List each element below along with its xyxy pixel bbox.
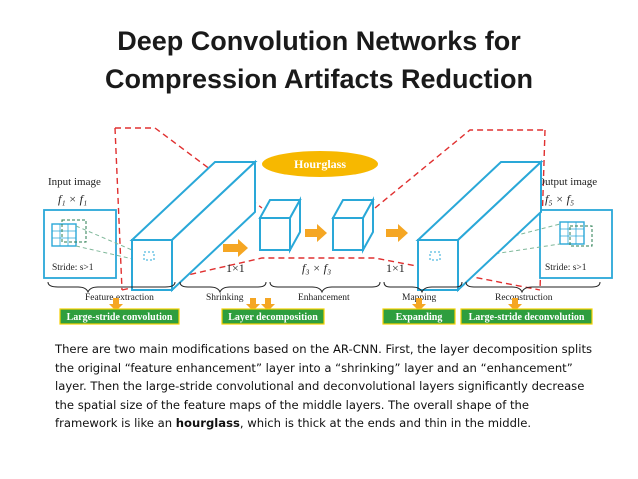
output-connector-bottom: [439, 243, 561, 263]
tag-layer-decomposition: [221, 308, 325, 325]
cube-shrinking: [258, 196, 302, 254]
f1-kernel-label: f₁ × f₁: [58, 192, 87, 206]
shrink-kernel-label: 1×1: [226, 261, 245, 275]
paragraph-text-before: There are two main modifications based o…: [55, 342, 593, 431]
title-line-2: Compression Artifacts Reduction: [104, 64, 534, 94]
tag-large-stride-deconvolution: [460, 308, 593, 325]
down-arrow-icon: [246, 298, 260, 311]
arrow-icon: [386, 224, 408, 242]
output-patch-grid: [559, 221, 585, 245]
f3-kernel-label: f₃ × f₃: [302, 261, 331, 275]
map-kernel-label: 1×1: [386, 261, 405, 275]
input-patch-grid: [51, 223, 77, 247]
tag-large-stride-deconvolution-text: Large-stride deconvolution: [469, 312, 585, 323]
tag-expanding: [382, 308, 456, 325]
down-arrow-icon: [412, 298, 426, 311]
tag-layer-decomposition-text: Layer decomposition: [228, 312, 318, 323]
hourglass-outline-left-vertical: [114, 127, 123, 291]
cube-enhancement: [331, 196, 375, 254]
hourglass-label: Hourglass: [294, 157, 346, 171]
tag-large-stride-convolution-text: Large-stride convolution: [67, 312, 173, 323]
output-image-label: Output image: [537, 176, 597, 188]
output-patch-dashed: [569, 225, 593, 247]
input-image-box: [43, 209, 117, 279]
f5-kernel-label: f₅ × f₅: [545, 192, 574, 206]
stride-right-label: Stride: s>1: [545, 263, 587, 273]
input-patch-dashed: [61, 219, 87, 243]
stage-feature-extraction: Feature extraction: [85, 293, 154, 303]
arrow-icon: [305, 224, 327, 242]
stage-brackets: [47, 281, 601, 294]
tag-large-stride-convolution: [59, 308, 180, 325]
input-image-label: Input image: [48, 176, 101, 188]
down-arrow-icon: [109, 298, 123, 311]
hourglass-outline-right: [374, 129, 545, 209]
hourglass-outline-left: [115, 127, 263, 209]
paragraph-bold-hourglass: hourglass: [175, 416, 240, 431]
stage-shrinking: Shrinking: [206, 293, 244, 303]
down-arrow-icon: [508, 298, 522, 311]
cube-mapping: [415, 159, 544, 293]
paragraph-text-after: , which is thick at the ends and thin in…: [239, 416, 532, 431]
stride-left-label: Stride: s>1: [52, 263, 94, 273]
stage-enhancement: Enhancement: [298, 293, 350, 303]
slide-title: Deep Convolution Networks for Compressio…: [0, 22, 638, 98]
hourglass-badge: [262, 151, 378, 177]
down-arrow-icon: [261, 298, 275, 311]
tag-expanding-text: Expanding: [396, 312, 443, 323]
stage-reconstruction: Reconstruction: [495, 293, 553, 303]
cube-feature-extraction: [129, 159, 258, 293]
arrow-icon: [223, 239, 248, 257]
description-paragraph: There are two main modifications based o…: [55, 340, 595, 433]
title-line-1: Deep Convolution Networks for: [117, 26, 521, 56]
